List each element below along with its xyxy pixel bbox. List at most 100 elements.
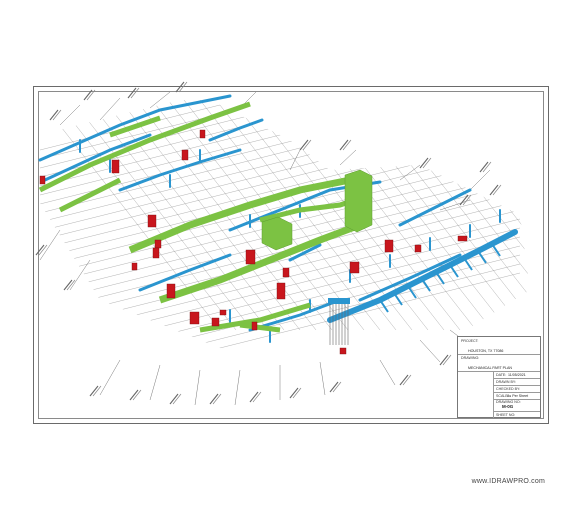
callout-label [462,194,472,206]
grid-line [39,272,521,365]
branch-duct [393,292,403,306]
equipment-unit [211,317,220,327]
supply-duct [38,101,251,193]
callout-label [489,184,499,196]
project-value: HOUSTON, TX 77086 [468,349,504,353]
callout-label [399,374,409,386]
grid-line [39,200,521,322]
supply-duct [158,221,362,304]
leader-line [149,91,171,109]
callout-label [482,161,492,173]
project-label: PROJECT: [461,339,479,343]
leader-line [99,97,121,121]
title-block-divider [494,411,540,412]
callout-label [459,194,469,206]
callout-label [289,387,299,399]
equipment-unit [152,247,160,259]
callout-label [92,385,102,397]
equipment-unit [251,321,258,331]
branch-duct [379,299,389,313]
title-block-divider [494,392,540,393]
equipment-unit [349,261,360,274]
grid-line [375,99,530,331]
leader-line [339,149,357,166]
callout-label [175,81,185,93]
grid-line [71,99,253,331]
callout-label [292,387,302,399]
grid-line [455,99,530,331]
callout-label [342,139,352,151]
leader-line [59,104,81,126]
branch-duct [477,250,487,264]
title-block-divider [494,378,540,379]
callout-label [299,139,309,151]
scale-label: SCALE: [496,394,509,398]
equipment-unit [457,235,468,242]
callout-label [86,89,96,101]
leader-line [194,369,201,406]
branch-duct [491,243,501,257]
callout-label [479,161,489,173]
grid-line [87,99,269,331]
equipment-unit [131,262,138,271]
grid-line [215,99,397,331]
supply-duct [128,176,351,254]
callout-label [402,374,412,386]
callout-label [89,385,99,397]
callout-label [130,87,140,99]
return-ductwork [38,94,518,343]
sheet-number: M-0G [502,404,514,409]
callout-label [249,391,259,403]
grid-line [311,99,493,331]
callout-label [38,244,48,256]
equipment-unit [166,283,176,299]
callout-label [49,109,59,121]
equipment-unit [154,239,162,249]
branch-duct [421,278,431,292]
supply-duct [109,115,161,138]
title-block-divider [494,399,540,400]
supply-ductwork [38,101,373,333]
grid-line [103,99,285,331]
shaft-cap [328,298,350,304]
grid-line [471,99,530,331]
callout-label [66,279,76,291]
grid-line [39,95,521,178]
equipment-unit [147,214,157,228]
scale-value: As Per Sheet [507,394,529,398]
callout-label [127,87,137,99]
checked-by-label: CHECKED BY: [496,387,521,391]
grid-line [439,99,530,331]
callout-label [35,244,45,256]
leader-line [439,199,471,211]
grid-line [167,99,349,331]
return-duct [248,298,342,332]
equipment-unit [189,311,200,325]
equipment-unit [282,267,290,278]
return-duct [288,243,322,262]
grid-line [39,191,521,313]
return-duct [138,253,232,292]
grid-line [39,99,221,331]
leader-line [149,364,161,401]
supply-riser [344,169,373,233]
callout-label [332,381,342,393]
equipment-unit [339,347,347,355]
equipment-unit [199,129,206,139]
leader-line [99,359,121,396]
callout-label [329,381,339,393]
leader-line [419,339,441,363]
callout-label [83,89,93,101]
grid-line [487,99,530,331]
callout-label [252,391,262,403]
drawing-label: DRAWING: [461,356,480,360]
callout-label [178,81,188,93]
branch-duct [449,264,459,278]
callout-label [439,354,449,366]
callout-label [129,389,139,401]
return-duct [208,118,264,142]
drawing-title: MECHANICAL PART PLAN [468,366,513,370]
title-block-divider [494,385,540,386]
leader-line [319,361,326,396]
